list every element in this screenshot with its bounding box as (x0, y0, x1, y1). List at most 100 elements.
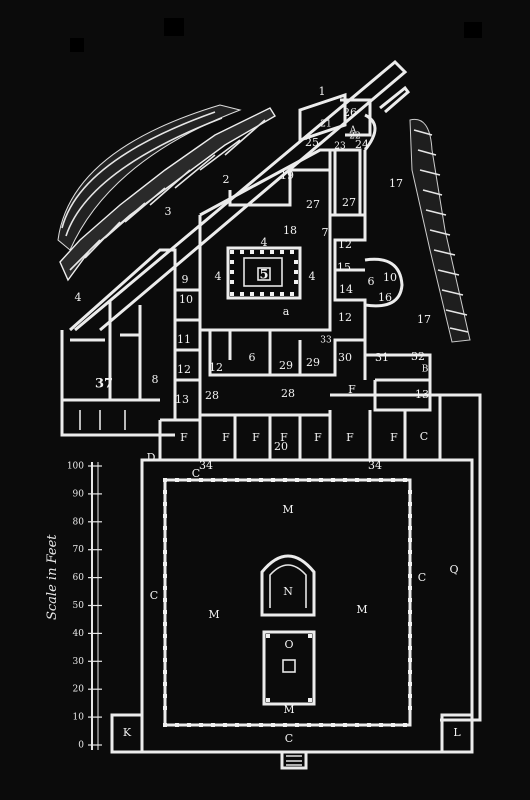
column (408, 550, 412, 554)
room-label: 8 (152, 373, 159, 386)
column (379, 723, 383, 727)
scale-caption: Scale in Feet (45, 534, 60, 620)
room-label: B (422, 365, 429, 375)
column (223, 478, 227, 482)
column (271, 723, 275, 727)
room-label: 18 (283, 224, 297, 237)
room-label: 25 (305, 136, 319, 149)
column (240, 292, 244, 296)
room-label: D (147, 451, 156, 464)
column (408, 490, 412, 494)
column (379, 478, 383, 482)
column (295, 723, 299, 727)
column (294, 280, 298, 284)
room-label: 20 (274, 440, 288, 453)
column (163, 478, 167, 482)
column (408, 562, 412, 566)
column (240, 250, 244, 254)
peristyle (110, 393, 482, 770)
column (331, 723, 335, 727)
room-label: 10 (383, 271, 397, 284)
room-label: N (283, 585, 293, 598)
column (408, 610, 412, 614)
room-label: M (282, 503, 293, 516)
scale-tick-label: 90 (73, 489, 85, 499)
column (163, 574, 167, 578)
room-label: 24 (355, 138, 369, 151)
column (283, 478, 287, 482)
column (280, 250, 284, 254)
room-label: 16 (378, 291, 392, 304)
room-label: F (314, 431, 322, 444)
room-label: F (222, 431, 230, 444)
room-label: 34 (199, 459, 213, 472)
room-label: 32 (411, 350, 425, 363)
peristyle-columns (163, 250, 412, 727)
room-label: a (283, 305, 290, 318)
column (260, 250, 264, 254)
scale-tick-label: 70 (73, 545, 85, 555)
column (367, 723, 371, 727)
column (403, 478, 407, 482)
corner-mark (464, 22, 482, 38)
room-label: 27 (342, 196, 356, 209)
column (408, 622, 412, 626)
column (199, 723, 203, 727)
column (163, 502, 167, 506)
column (331, 478, 335, 482)
room-label: M (208, 608, 219, 621)
room-label: 12 (177, 363, 191, 376)
upper-house (198, 92, 432, 412)
column (408, 634, 412, 638)
column (367, 478, 371, 482)
room-label: F (390, 431, 398, 444)
room-label: 28 (281, 387, 295, 400)
room-label: 21 (320, 120, 331, 130)
room-label: 4 (261, 236, 268, 249)
room-label: 9 (182, 273, 189, 286)
column (163, 670, 167, 674)
column (175, 478, 179, 482)
column (163, 610, 167, 614)
column (163, 634, 167, 638)
column (247, 478, 251, 482)
column (211, 723, 215, 727)
column (355, 478, 359, 482)
column (163, 646, 167, 650)
room-label: 14 (339, 283, 353, 296)
room-label: F (346, 431, 354, 444)
shop-row (158, 375, 442, 462)
room-label: 12 (338, 238, 352, 251)
room-label: 7 (322, 226, 329, 239)
room-label: O (284, 638, 293, 651)
column (307, 478, 311, 482)
column (163, 694, 167, 698)
column (408, 574, 412, 578)
room-label: 17 (389, 177, 403, 190)
column (270, 292, 274, 296)
column (408, 538, 412, 542)
room-label: 11 (177, 333, 191, 346)
room-label: 26 (343, 106, 357, 119)
column (408, 586, 412, 590)
scale-tick-label: 30 (73, 657, 85, 667)
column (319, 723, 323, 727)
embankment-hatching (57, 104, 276, 282)
column (295, 478, 299, 482)
column (175, 723, 179, 727)
room-label: 12 (209, 361, 223, 374)
scale-tick-label: 10 (73, 713, 85, 723)
room-label: 15 (337, 261, 351, 274)
room-label: 2 (223, 173, 230, 186)
column (199, 478, 203, 482)
column (163, 682, 167, 686)
room-label: 30 (338, 351, 352, 364)
column (259, 723, 263, 727)
column (308, 698, 312, 702)
scale-tick-label: 100 (67, 462, 84, 472)
room-label: C (192, 467, 200, 480)
atrium (226, 246, 302, 300)
column (260, 292, 264, 296)
